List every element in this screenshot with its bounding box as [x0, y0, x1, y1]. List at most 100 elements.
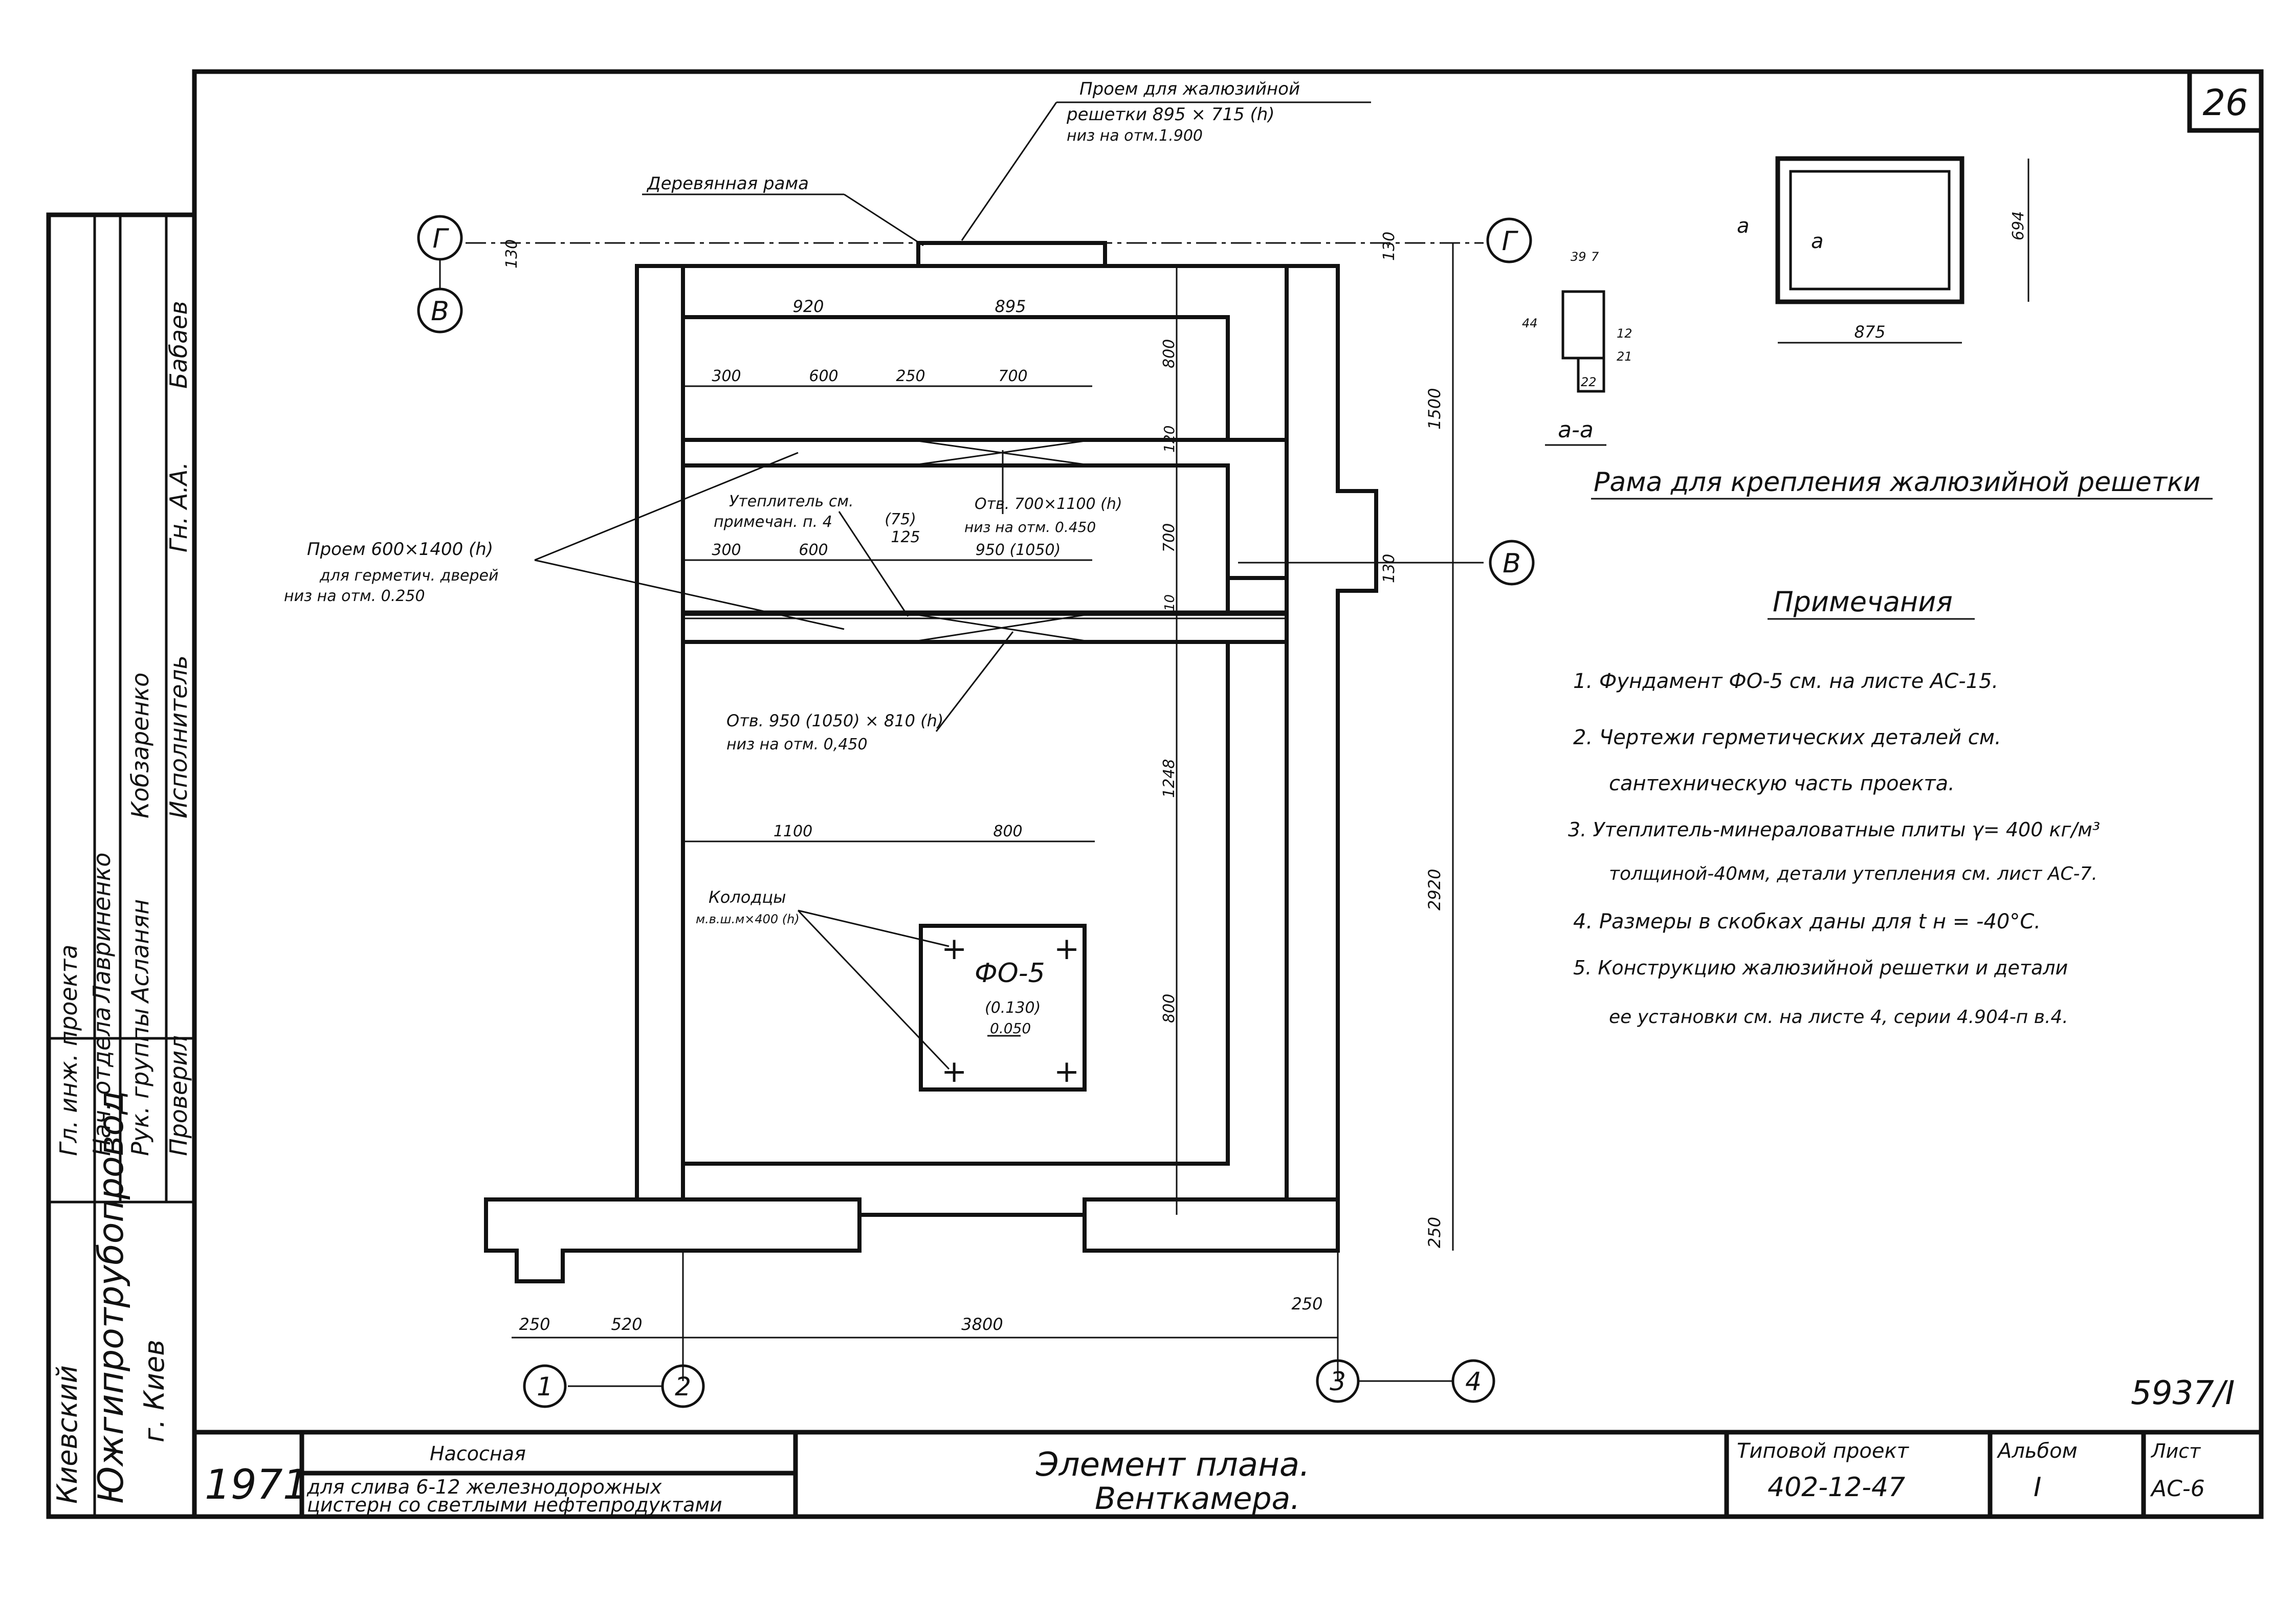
axis-V-right: В	[1503, 548, 1521, 579]
dim-10: 10	[1162, 594, 1178, 611]
stamp-org-3: г. Киев	[138, 1340, 170, 1442]
dim-1100: 1100	[774, 822, 812, 840]
stamp-name-4: Асланян	[126, 899, 154, 1004]
bottom-right-wall	[1083, 1197, 1340, 1253]
dim-800a: 800	[1160, 339, 1178, 368]
section-profile	[1561, 290, 1605, 360]
axis-V-left: В	[431, 296, 449, 327]
dim-250a: 250	[896, 367, 925, 385]
bolt-leader-2	[797, 909, 950, 1070]
middle-room-step	[1226, 576, 1289, 616]
foundation-block	[919, 924, 1087, 1092]
dim-130-top-right: 130	[1380, 232, 1398, 261]
dim-920: 920	[792, 297, 824, 316]
note-3b: толщиной-40мм, детали утепления см. лист…	[1609, 863, 2098, 884]
note-2: 2. Чертежи герметических деталей см.	[1573, 726, 2001, 749]
section-profile-foot	[1577, 357, 1605, 393]
opening-lower-leader	[935, 631, 1014, 732]
tb-sheet-title-1: Элемент плана.	[1035, 1446, 1310, 1484]
frame-height: 694	[2010, 211, 2027, 240]
bolt-cross-1: +	[941, 931, 967, 967]
stamp-name-5: Лавриненко	[88, 853, 116, 1004]
dim-520: 520	[611, 1315, 642, 1334]
dim-250-right: 250	[1291, 1294, 1322, 1314]
sec-7: 7	[1591, 250, 1599, 264]
left-column-wall	[635, 264, 685, 1217]
opening-upper-label-1: Отв. 700×1100 (h)	[975, 495, 1122, 513]
stamp-role-5: Исполнитель	[165, 655, 192, 818]
dim-800c: 800	[1160, 994, 1178, 1023]
louver-leader	[961, 102, 1057, 241]
tb-object-1: Насосная	[430, 1442, 526, 1465]
dim-75: (75)	[885, 510, 916, 528]
frame-detail-outer	[1775, 156, 1964, 304]
door-leader-2	[534, 559, 845, 630]
stamp-role-1: Гл. инж. проекта	[55, 945, 82, 1156]
opening-cross-1b	[910, 439, 1093, 466]
insulation-label-2: примечан. п. 4	[714, 513, 832, 531]
tb-album-label: Альбом	[1996, 1439, 2078, 1463]
dim-120: 120	[1161, 426, 1178, 453]
louver-label-3: низ на отм.1.900	[1067, 127, 1203, 145]
wooden-frame-label: Деревянная рама	[646, 173, 809, 194]
bolt-cross-2: +	[1054, 931, 1079, 967]
axis-bubble-V-left	[417, 287, 463, 333]
dim-600b: 600	[799, 541, 828, 559]
section-mark-left: а	[1737, 214, 1750, 238]
foundation-mark: 0.050	[990, 1020, 1031, 1037]
axis-bubble-G-right	[1486, 217, 1532, 263]
stamp-name-2: Гн. А.А.	[165, 462, 192, 552]
axis-4: 4	[1465, 1367, 1482, 1396]
middle-room	[681, 463, 1230, 616]
dim-895: 895	[995, 297, 1026, 316]
drawing-number: 5937/I	[2131, 1374, 2235, 1412]
dim-130-mid-right: 130	[1380, 554, 1398, 583]
door-leader-1	[534, 452, 799, 561]
dim-250-vert: 250	[1425, 1217, 1444, 1248]
door-label-3: низ на отм. 0.250	[284, 587, 425, 605]
foundation-label: ФО-5	[975, 958, 1045, 989]
note-3: 3. Утеплитель-минераловатные плиты γ= 40…	[1568, 818, 2100, 841]
tb-year: 1971	[205, 1461, 309, 1508]
stamp-name-3: Кобзаренко	[126, 673, 154, 818]
insulation-leader	[838, 511, 909, 617]
stamp-org-2: Южгипротрубопровод	[91, 1091, 131, 1504]
insulation-label-1: Утеплитель см.	[729, 493, 854, 510]
dim-800b: 800	[993, 822, 1022, 840]
frame-detail-title: Рама для крепления жалюзийной решетки	[1594, 467, 2200, 498]
bolt-cross-3: +	[941, 1054, 967, 1089]
dim-2920: 2920	[1425, 869, 1444, 910]
bolt-cross-4: +	[1054, 1054, 1079, 1089]
bottom-left-wall	[484, 1197, 862, 1283]
opening-lower-label-1: Отв. 950 (1050) × 810 (h)	[726, 711, 943, 730]
dim-130-left: 130	[503, 239, 521, 269]
sec-44: 44	[1522, 316, 1538, 330]
door-label-1: Проем 600×1400 (h)	[307, 539, 493, 560]
notes-heading: Примечания	[1773, 586, 1953, 618]
insulation-strip	[682, 610, 1288, 619]
dim-600a: 600	[809, 367, 838, 385]
sec-12: 12	[1617, 326, 1632, 341]
dim-700v: 700	[1160, 523, 1178, 552]
section-label: а-а	[1558, 417, 1594, 443]
dim-250: 250	[519, 1315, 550, 1334]
axis-1: 1	[537, 1372, 553, 1402]
stamp-role-4: Проверил	[165, 1035, 192, 1156]
tb-object-3: цистерн со светлыми нефтепродуктами	[307, 1494, 722, 1516]
dim-1500: 1500	[1425, 388, 1444, 430]
opening-upper-label-2: низ на отм. 0.450	[964, 519, 1096, 536]
stamp-role-2: Нач. отдела	[88, 1007, 116, 1156]
bolt-label-1: Колодцы	[709, 887, 786, 907]
sec-21: 21	[1617, 349, 1632, 364]
sec-39: 39	[1571, 250, 1586, 264]
axis-G-right: Г	[1502, 226, 1519, 257]
wooden-frame-leader	[844, 193, 924, 247]
tb-project-label: Типовой проект	[1737, 1439, 1910, 1463]
axis-G-left: Г	[433, 224, 450, 254]
frame-width: 875	[1854, 322, 1885, 342]
axis-3: 3	[1330, 1367, 1346, 1396]
axis-2: 2	[675, 1372, 691, 1402]
note-5: 5. Конструкцию жалюзийной решетки и дета…	[1573, 957, 2068, 979]
door-label-2: для герметич. дверей	[319, 567, 499, 585]
tb-project-number: 402-12-47	[1768, 1472, 1905, 1503]
